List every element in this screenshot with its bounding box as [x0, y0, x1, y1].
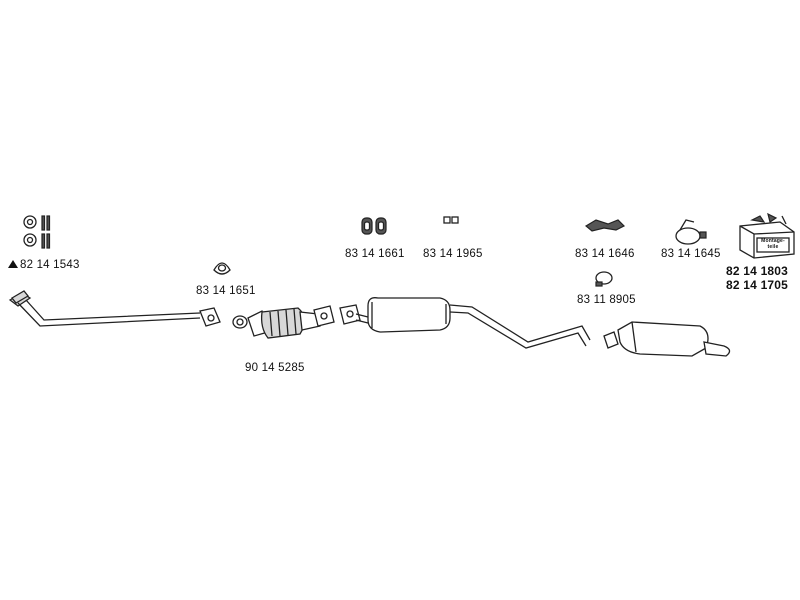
- hanger-ring-label: 83 14 1645: [661, 248, 721, 260]
- rubber-hanger-label: 83 14 1661: [345, 248, 405, 260]
- flange-gasket-icon: [213, 262, 231, 275]
- small-clamp-icon: [443, 216, 459, 224]
- pipe-clamp-label: 83 11 8905: [577, 294, 636, 306]
- middle-flange: [339, 304, 361, 325]
- catalytic-converter-label: 90 14 5285: [245, 362, 305, 374]
- hanger-ring-icon: [675, 219, 707, 245]
- rubber-hanger-icon: [361, 217, 387, 235]
- middle-silencer: [355, 297, 451, 333]
- cat-inlet-gasket: [232, 315, 248, 329]
- rear-silencer: [603, 321, 731, 357]
- kit-box-text: Montage-teile: [761, 238, 785, 250]
- catalytic-converter: [247, 305, 335, 339]
- middle-pipe: [449, 304, 591, 349]
- mounting-kit-box-icon: [739, 212, 795, 259]
- small-clamp-label: 83 14 1965: [423, 248, 483, 260]
- mounting-kit-label-1: 82 14 1803: [726, 264, 789, 278]
- mounting-strip-icon: [584, 219, 626, 232]
- gasket-set-icon: [23, 215, 51, 249]
- triangle-icon: [8, 260, 18, 268]
- mounting-kit-label-2: 82 14 1705: [726, 278, 789, 292]
- pipe-clamp-icon: [595, 271, 613, 287]
- front-pipe: [8, 290, 221, 327]
- flange-gasket-label: 83 14 1651: [196, 285, 256, 297]
- gasket-set-label: 82 14 1543: [8, 259, 80, 271]
- mounting-strip-label: 83 14 1646: [575, 248, 635, 260]
